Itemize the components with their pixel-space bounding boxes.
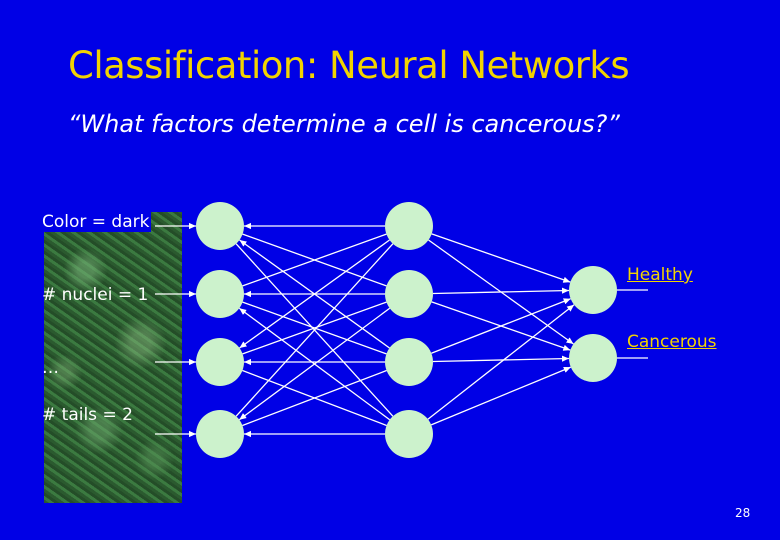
output-edge [432, 355, 570, 363]
slide-title: Classification: Neural Networks [68, 44, 630, 87]
output-edge [431, 298, 571, 354]
input-node [196, 338, 244, 386]
hidden-edge [242, 369, 387, 427]
hidden-edge [242, 233, 387, 287]
input-node [196, 202, 244, 250]
output-node [569, 334, 617, 382]
page-number: 28 [735, 506, 751, 520]
output-edge [427, 304, 575, 420]
input-feature-nuclei: # nuclei = 1 [42, 285, 149, 305]
hidden-edge [239, 239, 390, 349]
hidden-node [385, 202, 433, 250]
input-feature-ellipsis: … [42, 358, 59, 378]
output-edge [430, 366, 572, 426]
network-edges [155, 222, 648, 438]
hidden-edge [235, 243, 394, 417]
output-edge [431, 233, 571, 283]
output-edge [432, 287, 570, 295]
hidden-node [385, 270, 433, 318]
output-label-healthy: Healthy [627, 265, 693, 285]
input-feature-tails: # tails = 2 [42, 405, 133, 425]
hidden-node [385, 338, 433, 386]
slide-question: “What factors determine a cell is cancer… [68, 110, 620, 138]
network-nodes [196, 202, 617, 458]
output-label-cancerous: Cancerous [627, 332, 717, 352]
hidden-edge [238, 307, 391, 421]
hidden-edge [242, 301, 387, 355]
hidden-node [385, 410, 433, 458]
output-node [569, 266, 617, 314]
cell-microscope-image [44, 212, 182, 503]
input-node [196, 270, 244, 318]
input-node [196, 410, 244, 458]
input-feature-color: Color = dark [42, 212, 152, 232]
